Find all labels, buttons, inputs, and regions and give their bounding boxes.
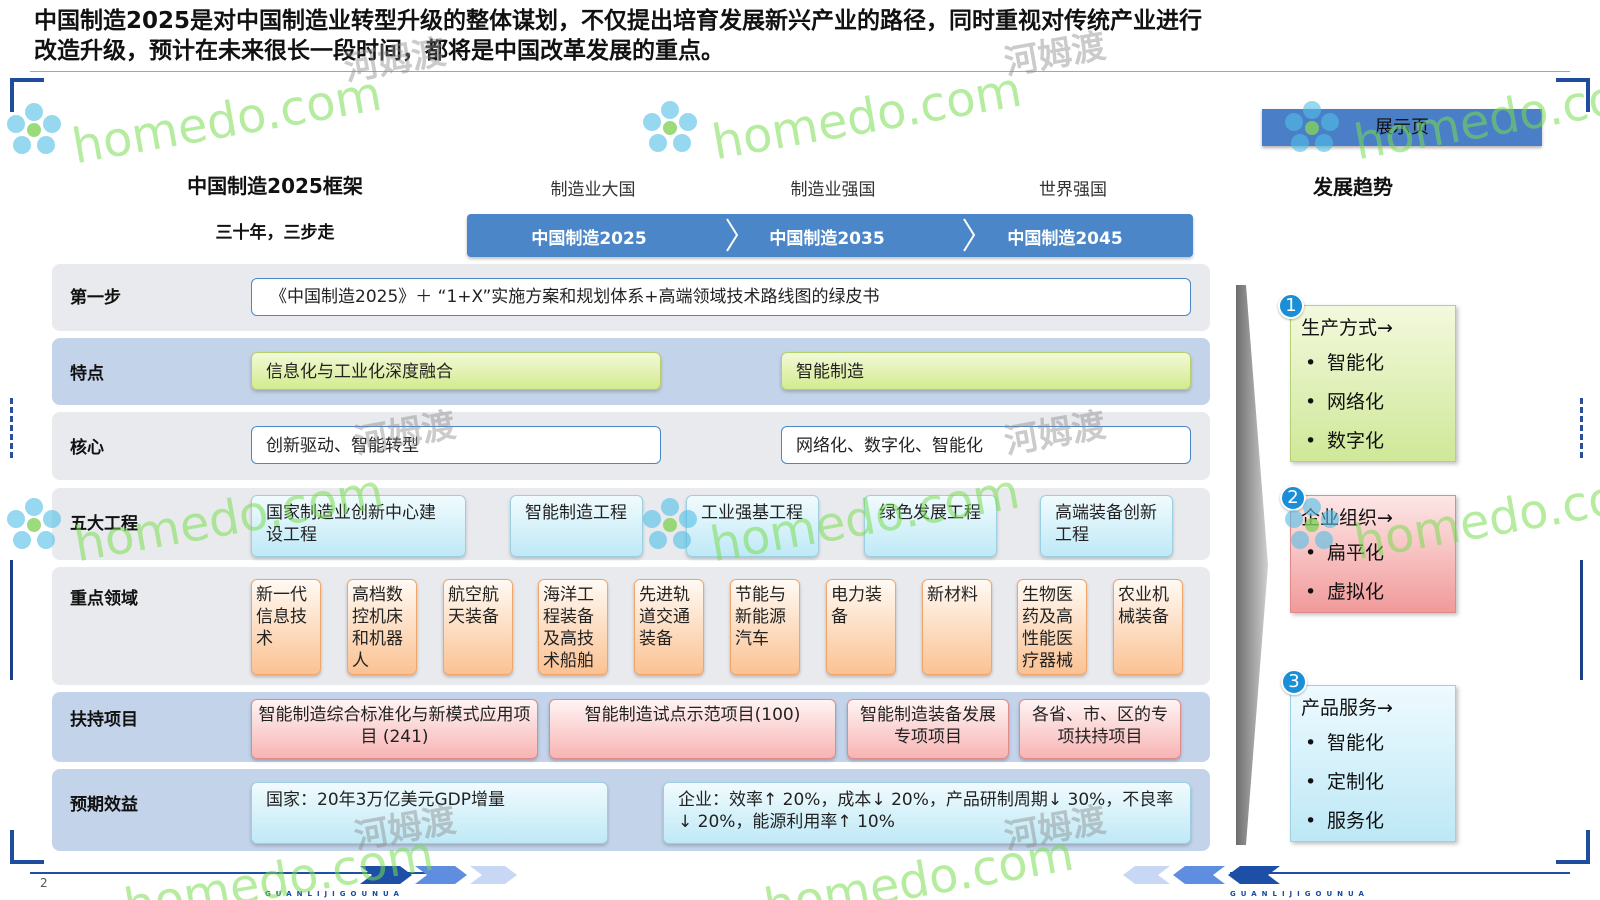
support-item-4: 各省、市、区的专项扶持项目 [1019,699,1181,759]
project-item-4: 绿色发展工程 [864,495,997,557]
benefit-item-2: 企业：效率↑ 20%，成本↓ 20%，产品研制周期↓ 30%，不良率↓ 20%，… [663,782,1191,844]
project-item-2: 智能制造工程 [510,495,643,557]
field-item-2: 高档数控机床和机器人 [347,579,417,675]
row-label-support: 扶持项目 [70,710,138,730]
step1-content: 《中国制造2025》＋ “1+X”实施方案和规划体系+高端领域技术路线图的绿皮书 [251,278,1191,316]
framework-title: 中国制造2025框架 [187,174,363,198]
list-item: •定制化 [1305,771,1385,793]
watermark-flower-icon [7,103,61,154]
footer-brand-left: GUANLIJIGOUNUA [265,890,404,898]
row-label-features: 特点 [70,364,104,384]
core-item-1: 创新驱动、智能转型 [251,426,661,464]
field-item-4: 海洋工程装备及高技术船舶 [538,579,608,675]
support-item-1: 智能制造综合标准化与新模式应用项目 (241) [251,699,538,759]
trend-number-badge: 2 [1280,485,1306,511]
list-item: •虚拟化 [1305,581,1385,603]
watermark-text: homedo.com [68,65,386,176]
watermark-flower-icon [7,498,61,549]
left-solid-bar [10,560,13,680]
row-label-core: 核心 [70,438,104,458]
field-item-6: 节能与新能源汽车 [730,579,800,675]
frame-corner-bottom-left [10,830,44,864]
core-item-2: 网络化、数字化、智能化 [781,426,1191,464]
stage-label-2: 中国制造2035 [769,229,885,249]
chevron-right-icon [963,218,976,252]
page-headline: 中国制造2025是对中国制造业转型升级的整体谋划，不仅提出培育发展新兴产业的路径… [34,6,1394,66]
watermark-flower-icon [1285,498,1339,549]
headline-line-1: 中国制造2025是对中国制造业转型升级的整体谋划，不仅提出培育发展新兴产业的路径… [34,8,1203,34]
headline-line-2: 改造升级，预计在未来很长一段时间，都将是中国改革发展的重点。 [34,38,724,64]
divider-arrow-icon [1236,285,1268,845]
stage-title-1: 制造业大国 [550,180,636,200]
footer-chevrons-left-icon [360,866,517,884]
project-item-1: 国家制造业创新中心建设工程 [251,495,466,557]
row-label-step1: 第一步 [70,288,121,308]
stage-title-2: 制造业强国 [790,180,876,200]
project-item-5: 高端装备创新工程 [1040,495,1173,557]
footer-brand-right: GUANLIJIGOUNUA [1230,890,1369,898]
chevron-right-icon [726,218,739,252]
row-label-fields: 重点领域 [70,589,138,609]
page-number: 2 [40,876,48,890]
trend-panel-2: 企业组织→ •扁平化 •虚拟化 [1290,495,1456,613]
field-item-3: 航空航天装备 [443,579,513,675]
field-item-5: 先进轨道交通装备 [634,579,704,675]
framework-subtitle: 三十年，三步走 [215,223,335,243]
field-item-10: 农业机械装备 [1113,579,1183,675]
field-item-1: 新一代信息技术 [251,579,321,675]
frame-corner-bottom-right [1556,830,1590,864]
frame-corner-top-right [1556,78,1590,112]
watermark-flower-icon [1285,101,1339,152]
watermark-flower-icon [643,101,697,152]
trend-number-badge: 3 [1281,669,1307,695]
list-item: •网络化 [1305,391,1385,413]
field-item-7: 电力装备 [826,579,896,675]
stage-label-3: 中国制造2045 [1007,229,1123,249]
watermark-text: homedo.com [1350,461,1600,572]
row-label-benefits: 预期效益 [70,795,138,815]
list-item: •智能化 [1305,732,1385,754]
row-label-projects: 五大工程 [70,514,138,534]
field-item-9: 生物医药及高性能医疗器械 [1017,579,1087,675]
support-item-3: 智能制造装备发展专项项目 [847,699,1009,759]
trends-title: 发展趋势 [1313,175,1393,199]
watermark-text: homedo.com [708,61,1026,172]
left-dashed-bar [10,398,13,458]
trend-number-badge: 1 [1278,293,1304,319]
stage-label-1: 中国制造2025 [531,229,647,249]
support-item-2: 智能制造试点示范项目(100) [549,699,836,759]
trend-panel-1: 生产方式→ •智能化 •网络化 •数字化 [1290,305,1456,462]
stage-title-3: 世界强国 [1039,180,1107,200]
list-item: •服务化 [1305,810,1385,832]
trend-panel-3: 产品服务→ •智能化 •定制化 •服务化 [1290,685,1456,842]
benefit-item-1: 国家：20年3万亿美元GDP增量 [251,782,608,844]
footer-line-left [30,872,450,874]
right-solid-bar [1580,560,1583,680]
frame-corner-top-left [10,78,44,112]
list-item: •智能化 [1305,352,1385,374]
right-dashed-bar [1580,398,1583,458]
footer-line-right [1230,872,1570,874]
watermark-flower-icon [643,498,697,549]
project-item-3: 工业强基工程 [686,495,819,557]
watermark-text: homedo.com [1350,61,1600,172]
stage-bar: 中国制造2025 中国制造2035 中国制造2045 [467,214,1193,257]
feature-item-1: 信息化与工业化深度融合 [251,352,661,390]
list-item: •数字化 [1305,430,1385,452]
trend-panel-title: 产品服务→ [1301,697,1393,719]
field-item-8: 新材料 [922,579,992,675]
feature-item-2: 智能制造 [781,352,1191,390]
top-divider [30,71,1570,72]
footer-chevrons-right-icon [1123,866,1280,884]
list-item: •扁平化 [1305,542,1385,564]
trend-panel-title: 生产方式→ [1301,317,1393,339]
